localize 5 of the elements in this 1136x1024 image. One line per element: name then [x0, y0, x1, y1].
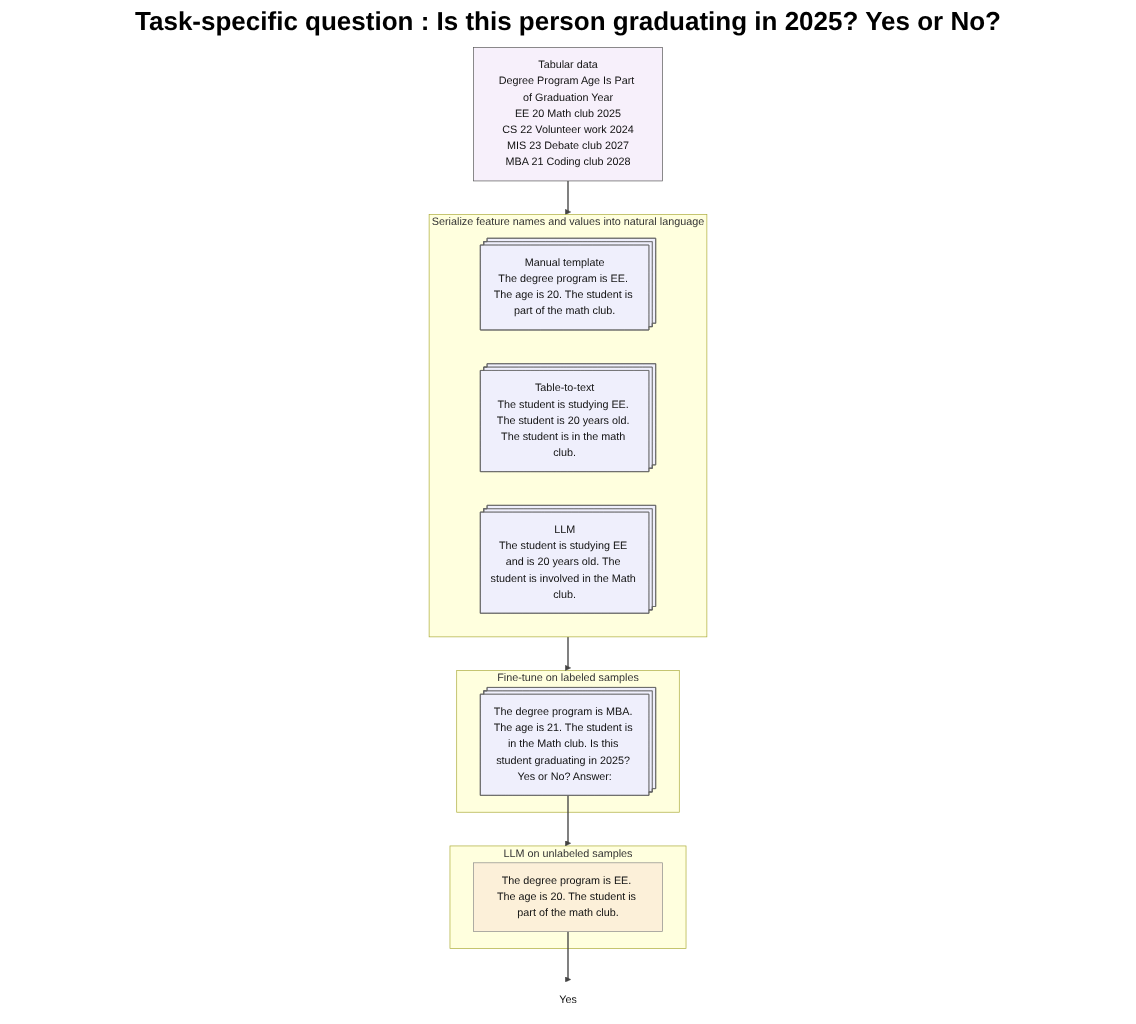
arrow [565, 930, 571, 983]
arrow [565, 180, 571, 215]
arrow [565, 636, 571, 671]
question-note: Task-specific question : Is this person graduating in 2025? Yes or No? [135, 6, 1001, 36]
arrow [565, 794, 571, 847]
